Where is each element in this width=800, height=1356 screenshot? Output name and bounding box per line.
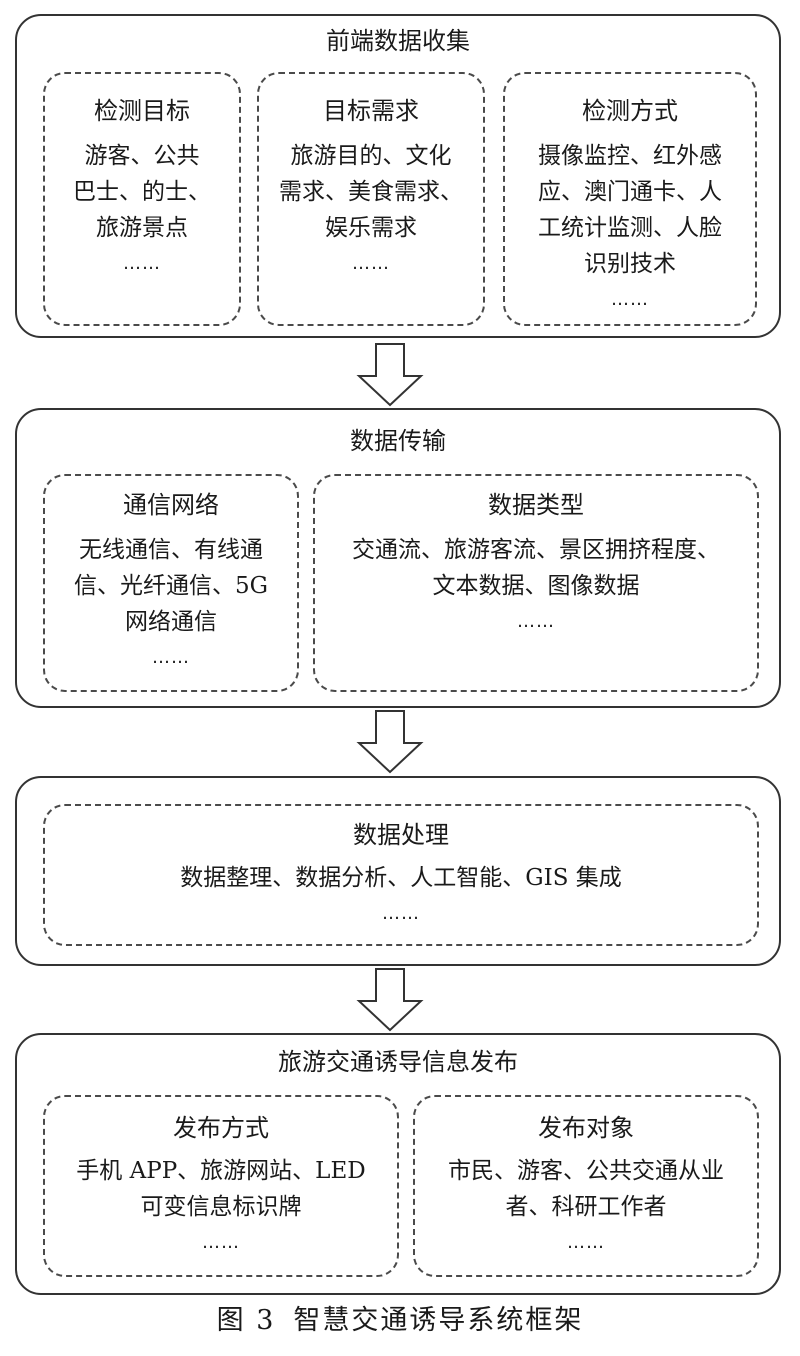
box-line: 无线通信、有线通 — [79, 537, 263, 563]
section-title: 旅游交通诱导信息发布 — [278, 1048, 518, 1076]
box-line: 信、光纤通信、5G — [73, 573, 268, 599]
box-ellipsis: …… — [123, 253, 161, 274]
box-line: 游客、公共 — [84, 143, 200, 169]
box-ellipsis: …… — [517, 611, 555, 632]
box-target-demand: 目标需求 旅游目的、文化 需求、美食需求、 娱乐需求 …… — [257, 72, 485, 326]
box-title: 检测目标 — [94, 97, 190, 125]
box-ellipsis: …… — [611, 289, 649, 310]
box-data-type: 数据类型 交通流、旅游客流、景区拥挤程度、 文本数据、图像数据 …… — [313, 474, 759, 692]
section-title: 数据传输 — [350, 427, 446, 455]
box-line: 巴士、的士、 — [73, 179, 211, 205]
box-line: 摄像监控、红外感 — [538, 143, 722, 169]
box-line: 工统计监测、人脸 — [538, 215, 722, 241]
box-line: 旅游景点 — [96, 215, 188, 241]
box-line: 旅游目的、文化 — [290, 143, 452, 169]
figure-title: 智慧交通诱导系统框架 — [293, 1305, 584, 1336]
section-frontend-data-collection: 前端数据收集 检测目标 游客、公共 巴士、的士、 旅游景点 …… 目标需求 旅游… — [15, 14, 781, 338]
box-title: 数据处理 — [353, 821, 449, 849]
figure-caption: 图 3 智慧交通诱导系统框架 — [0, 1303, 800, 1339]
box-line: 数据整理、数据分析、人工智能、GIS 集成 — [180, 865, 622, 891]
section-data-processing: 数据处理 数据整理、数据分析、人工智能、GIS 集成 …… — [15, 776, 781, 966]
box-line: 网络通信 — [125, 609, 217, 635]
box-title: 通信网络 — [123, 491, 219, 519]
box-title: 发布对象 — [538, 1114, 634, 1142]
box-line: 市民、游客、公共交通从业 — [448, 1158, 724, 1184]
box-line: 需求、美食需求、 — [279, 179, 463, 205]
box-title: 数据类型 — [488, 491, 584, 519]
box-line: 交通流、旅游客流、景区拥挤程度、 — [352, 537, 720, 563]
box-line: 娱乐需求 — [325, 215, 417, 241]
figure-number: 图 3 — [216, 1305, 276, 1336]
down-arrow-icon — [356, 710, 424, 774]
section-title: 前端数据收集 — [326, 27, 470, 55]
box-detection-target: 检测目标 游客、公共 巴士、的士、 旅游景点 …… — [43, 72, 241, 326]
box-detection-method: 检测方式 摄像监控、红外感 应、澳门通卡、人 工统计监测、人脸 识别技术 …… — [503, 72, 757, 326]
box-release-method: 发布方式 手机 APP、旅游网站、LED 可变信息标识牌 …… — [43, 1095, 399, 1277]
down-arrow-icon — [356, 343, 424, 407]
box-title: 检测方式 — [582, 97, 678, 125]
box-ellipsis: …… — [382, 903, 420, 924]
section-info-release: 旅游交通诱导信息发布 发布方式 手机 APP、旅游网站、LED 可变信息标识牌 … — [15, 1033, 781, 1295]
box-ellipsis: …… — [567, 1232, 605, 1253]
box-data-processing: 数据处理 数据整理、数据分析、人工智能、GIS 集成 …… — [43, 804, 759, 946]
box-line: 手机 APP、旅游网站、LED — [76, 1158, 366, 1184]
box-communication-network: 通信网络 无线通信、有线通 信、光纤通信、5G 网络通信 …… — [43, 474, 299, 692]
box-line: 应、澳门通卡、人 — [538, 179, 722, 205]
box-ellipsis: …… — [352, 253, 390, 274]
box-title: 发布方式 — [173, 1114, 269, 1142]
box-line: 可变信息标识牌 — [140, 1194, 302, 1220]
box-ellipsis: …… — [202, 1232, 240, 1253]
box-title: 目标需求 — [323, 97, 419, 125]
box-release-target: 发布对象 市民、游客、公共交通从业 者、科研工作者 …… — [413, 1095, 759, 1277]
box-line: 文本数据、图像数据 — [432, 573, 640, 599]
box-line: 者、科研工作者 — [505, 1194, 667, 1220]
down-arrow-icon — [356, 968, 424, 1032]
box-ellipsis: …… — [152, 647, 190, 668]
box-line: 识别技术 — [584, 251, 676, 277]
section-data-transmission: 数据传输 通信网络 无线通信、有线通 信、光纤通信、5G 网络通信 …… 数据类… — [15, 408, 781, 708]
